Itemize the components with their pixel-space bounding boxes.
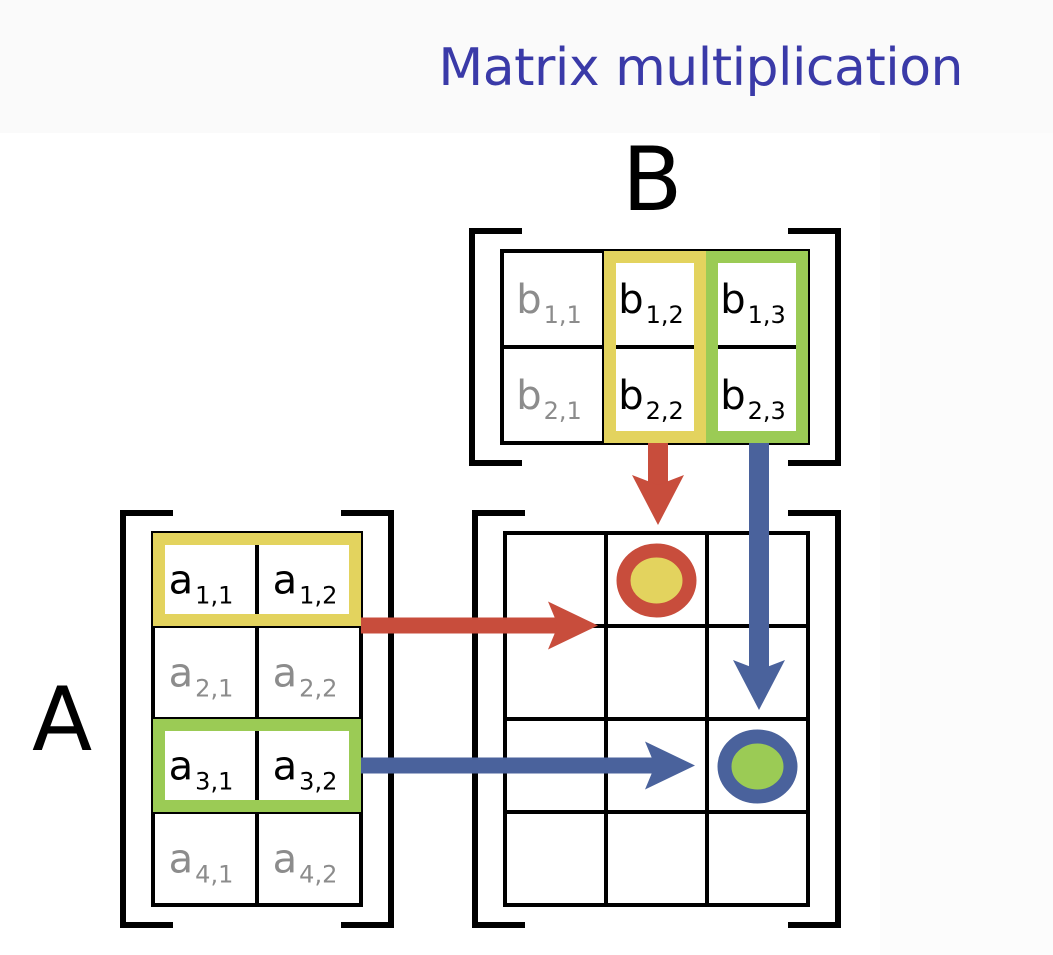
matrix-a-cell-4-2: a4,2	[273, 837, 338, 889]
matrix-a-cell-3-1: a3,1	[169, 744, 234, 796]
matrix-a-row-highlight	[153, 719, 361, 812]
matrix-a-right-bracket	[341, 510, 394, 928]
matrix-b-left-bracket	[469, 228, 522, 466]
matrix-b-right-bracket	[788, 228, 841, 466]
matrix-b-cell-2-2: b2,2	[618, 373, 684, 425]
matrix-a-cell-2-1: a2,1	[169, 651, 234, 703]
matrix-a-row-highlight	[153, 533, 361, 626]
result-marker-1-2	[616, 543, 697, 618]
matrix-a-cell-4-1: a4,1	[169, 837, 234, 889]
matrix-b-cell-2-3: b2,3	[720, 373, 786, 425]
matrix-b-cell-1-2: b1,2	[618, 277, 684, 329]
arrow-b-col3-to-c-shaft	[749, 443, 769, 672]
matrix-c-left-bracket	[472, 510, 525, 928]
matrix-b-cell-1-3: b1,3	[720, 277, 786, 329]
matrix-a-cell-1-2: a1,2	[273, 558, 338, 610]
arrow-b-col3-to-c-head	[733, 660, 785, 710]
matrix-label-b: B	[622, 128, 682, 231]
matrix-b-cell-2-1: b2,1	[516, 373, 582, 425]
matrix-a-cell-1-1: a1,1	[169, 558, 234, 610]
arrow-b-col2-to-c-head	[632, 475, 684, 525]
matrix-b-col-highlight	[706, 251, 808, 443]
arrow-b-col2-to-c-shaft	[648, 443, 668, 487]
matrix-b-col-highlight	[604, 251, 706, 443]
arrow-a-row3-to-c-shaft	[361, 757, 657, 774]
matrix-c-right-bracket	[788, 510, 841, 928]
arrow-a-row3-to-c-head	[645, 741, 695, 790]
matrix-a-left-bracket	[120, 510, 173, 928]
matrix-b-cell-1-1: b1,1	[516, 277, 582, 329]
slide-title: Matrix multiplication	[438, 38, 963, 98]
arrow-a-row1-to-c-head	[548, 601, 598, 650]
matrix-a-cell-2-2: a2,2	[273, 651, 338, 703]
matrix-a-cell-3-2: a3,2	[273, 744, 338, 796]
arrow-a-row1-to-c-shaft	[361, 617, 560, 634]
slide-title-bar: Matrix multiplication	[0, 0, 1053, 133]
result-marker-3-3	[717, 729, 798, 804]
matrix-label-a: A	[32, 668, 92, 771]
